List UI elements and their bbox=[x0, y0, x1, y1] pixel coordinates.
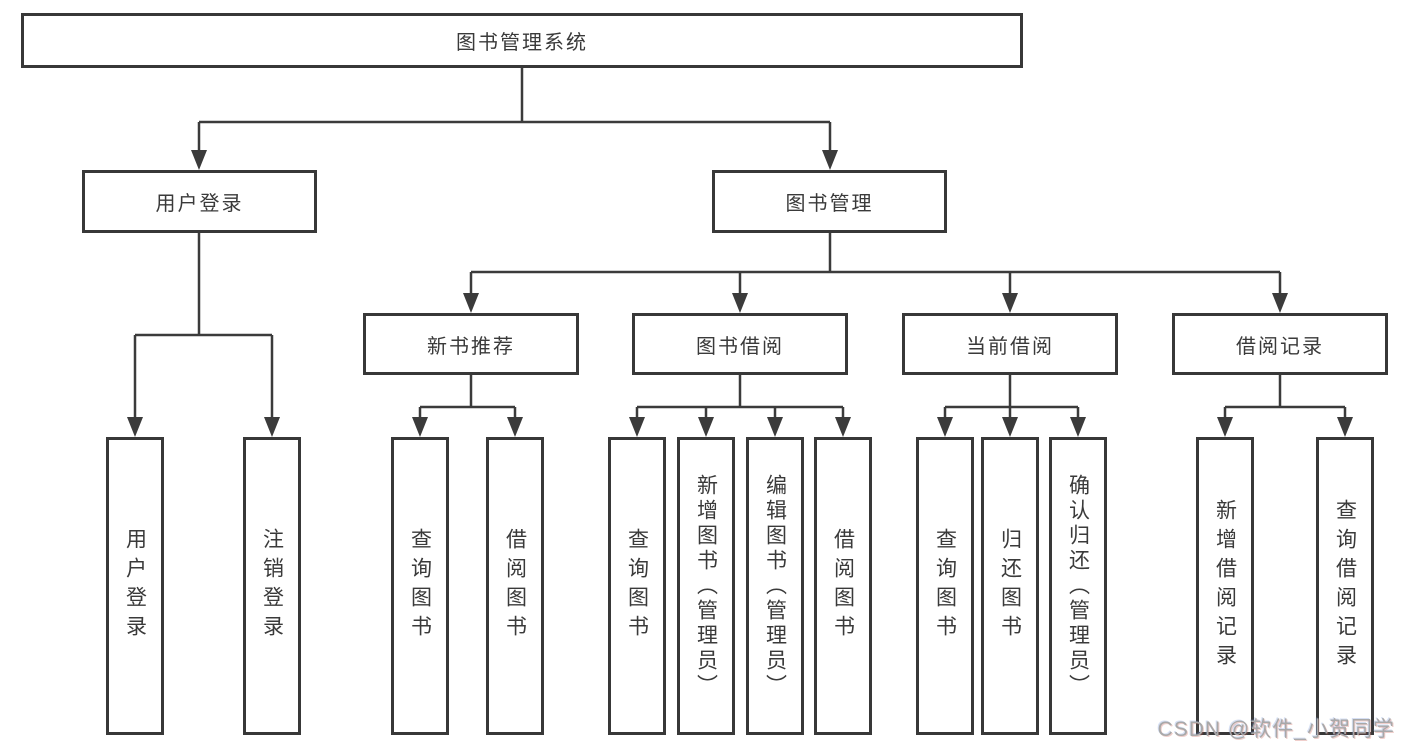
node-current-borrow: 当前借阅 bbox=[902, 313, 1118, 375]
node-new-book-recommend: 新书推荐 bbox=[363, 313, 579, 375]
leaf-user-login: 用户登录 bbox=[106, 437, 164, 735]
leaf-add-borrow-record: 新增借阅记录 bbox=[1196, 437, 1254, 735]
leaf-query-borrow-record: 查询借阅记录 bbox=[1316, 437, 1374, 735]
leaf-query-books-current: 查询图书 bbox=[916, 437, 974, 735]
leaf-return-books: 归还图书 bbox=[981, 437, 1039, 735]
node-root-library-system: 图书管理系统 bbox=[21, 13, 1023, 68]
leaf-confirm-return-admin: 确认归还（管理员） bbox=[1049, 437, 1107, 735]
leaf-add-books-admin: 新增图书（管理员） bbox=[677, 437, 735, 735]
leaf-query-books-borrow: 查询图书 bbox=[608, 437, 666, 735]
node-borrow-records: 借阅记录 bbox=[1172, 313, 1388, 375]
leaf-logout: 注销登录 bbox=[243, 437, 301, 735]
leaf-borrow-books: 借阅图书 bbox=[814, 437, 872, 735]
node-book-borrow: 图书借阅 bbox=[632, 313, 848, 375]
leaf-borrow-books-recommend: 借阅图书 bbox=[486, 437, 544, 735]
node-user-login-branch: 用户登录 bbox=[82, 170, 317, 233]
csdn-watermark: CSDN @软件_小贺同学 bbox=[1157, 718, 1395, 741]
leaf-query-books-recommend: 查询图书 bbox=[391, 437, 449, 735]
leaf-edit-books-admin: 编辑图书（管理员） bbox=[746, 437, 804, 735]
node-book-management-branch: 图书管理 bbox=[712, 170, 947, 233]
